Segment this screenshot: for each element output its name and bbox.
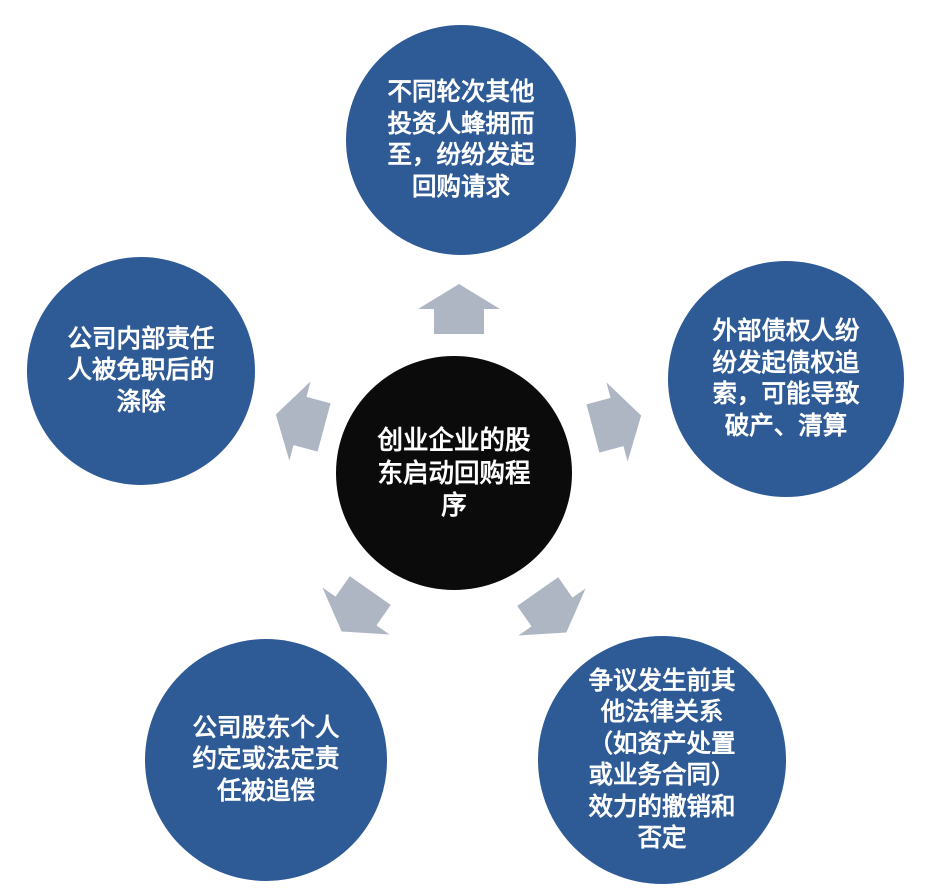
node-external-creditors: 外部债权人纷 纷发起债权追 索，可能导致 破产、清算 — [668, 261, 904, 497]
node-shareholder-liability: 公司股东个人 约定或法定责 任被追偿 — [145, 639, 387, 881]
node-shareholder-liability-label: 公司股东个人 约定或法定责 任被追偿 — [192, 713, 340, 805]
center-node-label: 创业企业的股 东启动回购程 序 — [377, 424, 531, 521]
arrow-upper-right-icon — [582, 376, 652, 468]
node-other-investors-label: 不同轮次其他 投资人蜂拥而 至，纷纷发起 回购请求 — [387, 78, 535, 201]
center-node-buyback-trigger: 创业企业的股 东启动回购程 序 — [336, 356, 572, 590]
node-internal-removal-label: 公司内部责任 人被免职后的 涤除 — [67, 324, 215, 416]
node-other-investors: 不同轮次其他 投资人蜂拥而 至，纷纷发起 回购请求 — [346, 25, 576, 255]
node-internal-removal: 公司内部责任 人被免职后的 涤除 — [27, 257, 255, 485]
node-legal-relations: 争议发生前其 他法律关系 （如资产处置 或业务合同） 效力的撤销和 否定 — [538, 636, 786, 884]
node-legal-relations-label: 争议发生前其 他法律关系 （如资产处置 或业务合同） 效力的撤销和 否定 — [588, 666, 736, 853]
arrow-lower-left-icon — [308, 567, 404, 655]
arrow-upper-left-icon — [265, 375, 335, 467]
arrow-lower-right-icon — [504, 568, 600, 656]
arrow-up-icon — [418, 284, 500, 334]
node-external-creditors-label: 外部债权人纷 纷发起债权追 索，可能导致 破产、清算 — [712, 317, 860, 440]
